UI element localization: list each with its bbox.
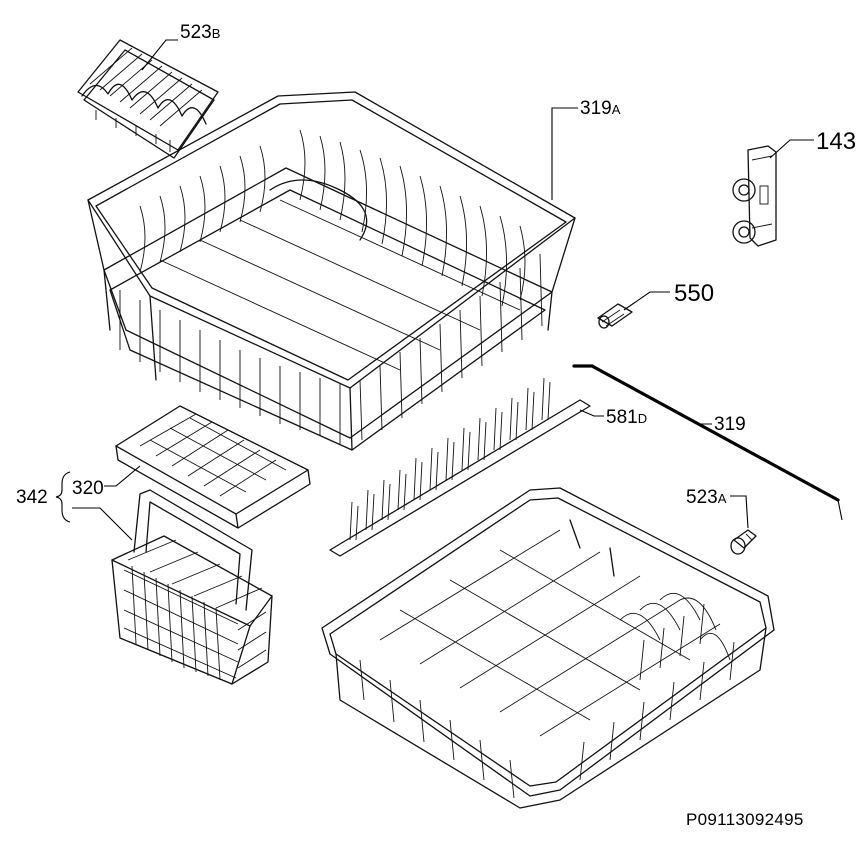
part-581d-tine-row (329, 377, 591, 557)
label-143: 143 (816, 128, 856, 155)
leader-143 (769, 139, 814, 159)
label-342: 342 (16, 487, 48, 508)
label-320: 320 (72, 478, 104, 499)
part-143-wheel-bracket (732, 145, 777, 247)
part-319-rail (572, 364, 843, 521)
leader-523b (141, 39, 178, 71)
part-320-cutlery-lid (115, 405, 311, 529)
part-342-cutlery-basket (111, 489, 273, 685)
part-319a-upper-basket (87, 91, 576, 451)
lower-basket (321, 487, 775, 809)
leader-342 (72, 507, 133, 541)
leader-550 (623, 291, 670, 311)
leader-319a (551, 107, 578, 200)
label-319a: 319A (580, 98, 621, 119)
part-523b-cup-clip (77, 39, 219, 159)
part-523a-roller (730, 529, 757, 555)
leader-581d (579, 409, 604, 417)
label-523a: 523A (686, 487, 727, 508)
label-523b: 523B (180, 22, 220, 43)
brace-342 (55, 471, 71, 523)
leader-319 (691, 419, 712, 425)
reference-code: P09113092495 (686, 810, 804, 829)
part-550-stud (597, 303, 633, 329)
part-labels: 523B 319A 143 550 581D 319 342 320 523A (16, 22, 856, 508)
label-581d: 581D (606, 407, 647, 428)
label-319: 319 (714, 414, 746, 435)
leader-320 (104, 465, 141, 487)
leader-lines (55, 39, 814, 541)
leader-523a (730, 495, 749, 529)
label-550: 550 (674, 280, 714, 307)
